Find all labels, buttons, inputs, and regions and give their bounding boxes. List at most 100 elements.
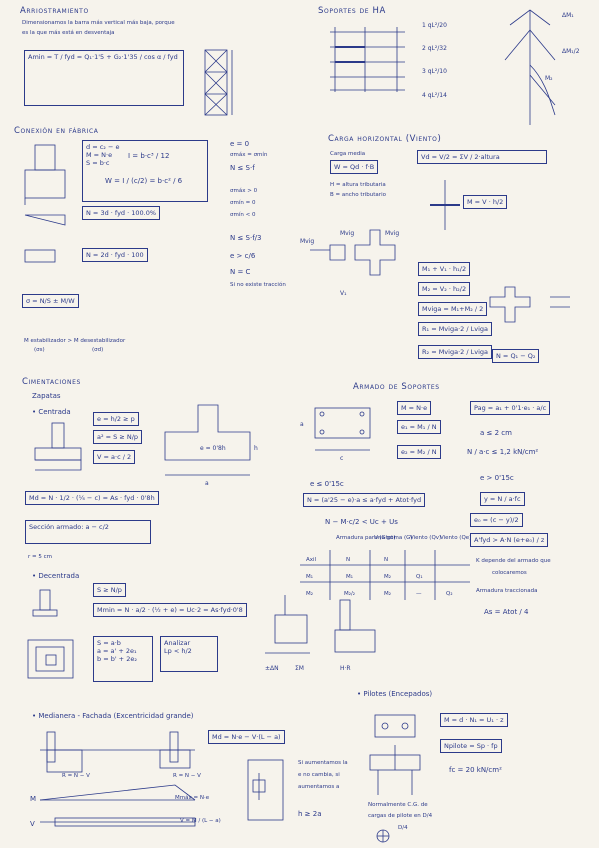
carga-horizontal-title: Carga horizontal (Viento) (328, 134, 442, 144)
decentrada-d1: S ≥ N/p (93, 583, 126, 598)
pilotes-p5: cargas de pilote en D/4 (368, 813, 433, 819)
column-joint-sketch (430, 180, 460, 230)
carga-v8: N = Q₁ − Q₂ (492, 349, 540, 364)
pilotes-p1: M = d · N₁ = U₁ · z (440, 713, 508, 728)
medianera-me6: Mmáx = N·e (175, 795, 210, 801)
conexion-r4: σmáx > 0 (230, 188, 258, 194)
armado-a3: e₂ = M₂ / N (397, 445, 441, 460)
medianera-label: • Medianera - Fachada (Excentricidad gra… (32, 712, 194, 720)
armado-tbl-cell: Q₁ (416, 574, 423, 580)
armado-tbl-h3: Viento (Qv) (410, 535, 442, 541)
armado-tbl-h4: Viento (Qe) (440, 535, 472, 541)
decentrada-dims-box: S = a·b a = a' + 2e₁ b = b' + 2e₂ (93, 636, 153, 682)
cimentaciones-title: Cimentaciones (22, 377, 81, 387)
pilotes-p6: D/4 (398, 825, 408, 831)
pilotes-p3: fc = 20 kN/cm² (449, 766, 502, 774)
armado-a7: e ≤ 0'15c (310, 480, 344, 488)
armado-tbl-h2: Una goma (G) (374, 535, 413, 541)
arriostramiento-formula: Amin = T / fyd = Q₁·1'5 + G₂·1'35 / cos … (28, 53, 178, 61)
svg-text:2 qL²/32: 2 qL²/32 (422, 45, 447, 52)
conexion-m3: (σd) (92, 347, 104, 353)
medianera-me9: e no cambia, si (298, 772, 340, 778)
conexion-r1: e = 0 (230, 140, 250, 148)
carga-v5: Mviga = M₁+M₂ / 2 (418, 302, 488, 317)
decentrada-d6: Analizar (164, 639, 191, 647)
conexion-f7: N = 2d · fyd · 100 (82, 248, 148, 263)
arriostramiento-formula-box: Amin = T / fyd = Q₁·1'5 + G₂·1'35 / cos … (24, 50, 184, 106)
svg-text:1 qL²/20: 1 qL²/20 (422, 22, 447, 29)
armado-tbl-cell: M₁ (346, 574, 353, 580)
svg-text:a: a (205, 480, 209, 487)
carga-v7: R₂ = Mviga·2 / Lviga (418, 345, 492, 360)
conexion-f2: M = N·e (86, 151, 113, 160)
armado-tbl-cell: N (384, 557, 389, 563)
pilotes-title: • Pilotes (Encepados) (357, 690, 433, 698)
centrada-label: • Centrada (32, 408, 71, 416)
medianera-me11: h ≥ 2a (298, 810, 322, 818)
carga-v1: Vd = V/2 = ΣV / 2·altura (417, 150, 547, 165)
decentrada-label: • Decentrada (32, 572, 80, 580)
centrada-c7: r = 5 cm (28, 554, 52, 560)
conexion-r5: σmín = 0 (230, 200, 256, 206)
carga-v3: M₁ + V₁ · h₁/2 (418, 262, 471, 277)
armado-table-grid (300, 550, 470, 600)
svg-text:ΣM: ΣM (295, 665, 304, 672)
armado-a2: e₁ = M₁ / N (397, 420, 441, 435)
svg-text:Mvig: Mvig (340, 230, 354, 237)
armado-a13: A'fyd > A·N (e+e₀) / z (470, 533, 549, 548)
eccentric-moment-sketch: ±ΔN ΣM H·R (265, 595, 376, 672)
carga-l4: B = ancho tributario (330, 192, 386, 198)
strap-beam-sketch (39, 731, 196, 827)
load-levels-sketch: 1 qL²/20 2 qL²/32 3 qL²/10 4 qL²/14 (422, 22, 447, 99)
base-plate-sketch (24, 144, 66, 263)
armado-tbl-r2: M₁ (306, 574, 313, 580)
medianera-me3: R = N − V (173, 773, 201, 779)
svg-text:Mvig: Mvig (300, 238, 314, 245)
medianera-me4: M (30, 795, 37, 803)
armado-title: Armado de Soportes (353, 382, 440, 392)
svg-text:V₁: V₁ (340, 290, 347, 297)
centered-footing-sketch (34, 422, 82, 471)
decentrada-d4: a = a' + 2e₁ (97, 647, 137, 656)
armado-tbl-cell: Q₂ (446, 591, 453, 597)
conexion-m1: M estabilizador > M desestabilizador (24, 338, 126, 344)
pile-circle-icon (376, 829, 390, 843)
conexion-r6: σmín < 0 (230, 212, 256, 218)
armado-tbl-r3: M₂ (306, 591, 313, 597)
conexion-r2: σmáx = σmín (230, 152, 268, 158)
armado-a5: a ≤ 2 cm (480, 429, 512, 437)
carga-l3: H = altura tributaria (330, 182, 386, 188)
armado-tbl-r1: Axil (306, 557, 317, 563)
zapatas-label: Zapatas (32, 392, 61, 400)
armado-a6: N / a·c ≤ 1,2 kN/cm² (467, 448, 539, 456)
armado-tbl-cell: M₂ (384, 574, 391, 580)
svg-text:4 qL²/14: 4 qL²/14 (422, 92, 447, 99)
armado-a16: Armadura traccionada (476, 588, 538, 594)
carga-v4: M₂ = V₂ · h₂/2 (418, 282, 471, 297)
plan-footing-sketch (247, 759, 284, 821)
carga-l1: Carga media (330, 151, 366, 157)
footing-section-sketch: e = 0'8h a h (164, 404, 258, 487)
arriostramiento-title: Arriostramiento (20, 6, 89, 16)
conexion-m2: (σs) (34, 347, 45, 353)
decentrada-d5: b = b' + 2e₂ (97, 655, 137, 664)
conexion-formula-box: d = c₂ − e M = N·e S = b·c (82, 140, 208, 202)
centrada-c1: e = h/2 ≥ p (93, 412, 139, 427)
conexion-f8: σ = N/S ± M/W (22, 294, 79, 309)
carga-v2: M = V · h/2 (463, 195, 508, 210)
armado-a15: colocaremos (492, 570, 527, 576)
carga-l2: W = Qd · f·B (330, 160, 379, 175)
conexion-f3: S = b·c (86, 159, 110, 168)
conexion-r8: e > c/6 (230, 252, 256, 260)
armado-a10: e > 0'15c (480, 474, 514, 482)
medianera-me1: Md = N·e − V·(L − a) (208, 730, 285, 745)
arriostramiento-note-2: es la que más está en desventaja (22, 30, 115, 36)
centrada-c3: V = a·c / 2 (93, 450, 136, 465)
conexion-r9: N = C (230, 268, 251, 276)
conexion-f5: W = I / (c/2) = b·c² / 6 (105, 177, 183, 185)
armado-tbl-cell: M₂ (384, 591, 391, 597)
medianera-me2: R = N − V (62, 773, 90, 779)
decentrada-d2: Mmin = N · a/2 · (½ + e) = Uc·2 = As·fyd… (93, 603, 247, 618)
carga-v6: R₁ = Mviga·2 / Lviga (418, 322, 492, 337)
column-section-sketch: a c (300, 407, 371, 462)
